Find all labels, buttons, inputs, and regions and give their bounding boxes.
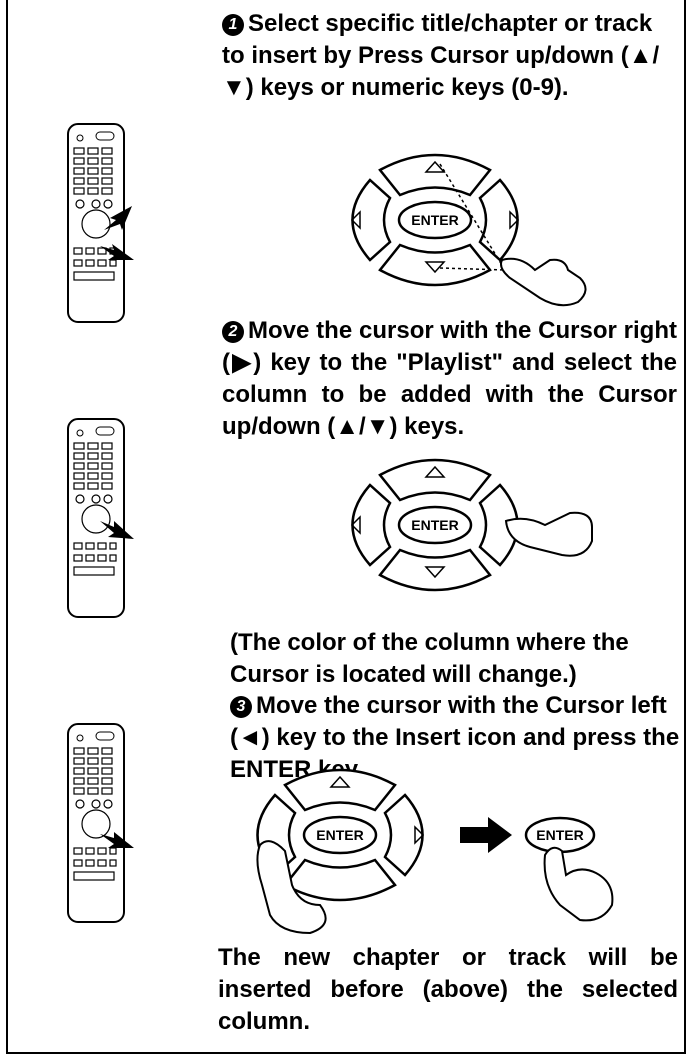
step-1-body: Select specific title/chapter or track t… xyxy=(222,10,660,101)
enter-label-4: ENTER xyxy=(536,827,583,843)
step-2-body: Move the cursor with the Cursor right (▶… xyxy=(222,317,677,440)
cursor-pad-1-illustration: ENTER xyxy=(350,153,587,307)
enter-label-1: ENTER xyxy=(411,212,458,228)
step-3-marker: 3 xyxy=(230,696,252,718)
remote-control-1-icon xyxy=(67,123,134,323)
step-1-marker: 1 xyxy=(222,14,244,36)
enter-label-3: ENTER xyxy=(316,827,363,843)
right-arrow-icon xyxy=(460,817,512,853)
enter-label-2: ENTER xyxy=(411,517,458,533)
cursor-pad-2-illustration: ENTER xyxy=(350,458,593,592)
remote-control-3-icon xyxy=(67,723,134,923)
remote-control-2-icon xyxy=(67,418,134,618)
page-frame xyxy=(6,0,686,1054)
cursor-pad-3-illustration: ENTER ENTER xyxy=(256,768,614,935)
footer-text: The new chapter or track will be inserte… xyxy=(218,944,678,1035)
step-3-body: Move the cursor with the Cursor left (◄)… xyxy=(230,692,680,783)
note-text: (The color of the column where the Curso… xyxy=(230,629,629,688)
step-2-marker: 2 xyxy=(222,321,244,343)
